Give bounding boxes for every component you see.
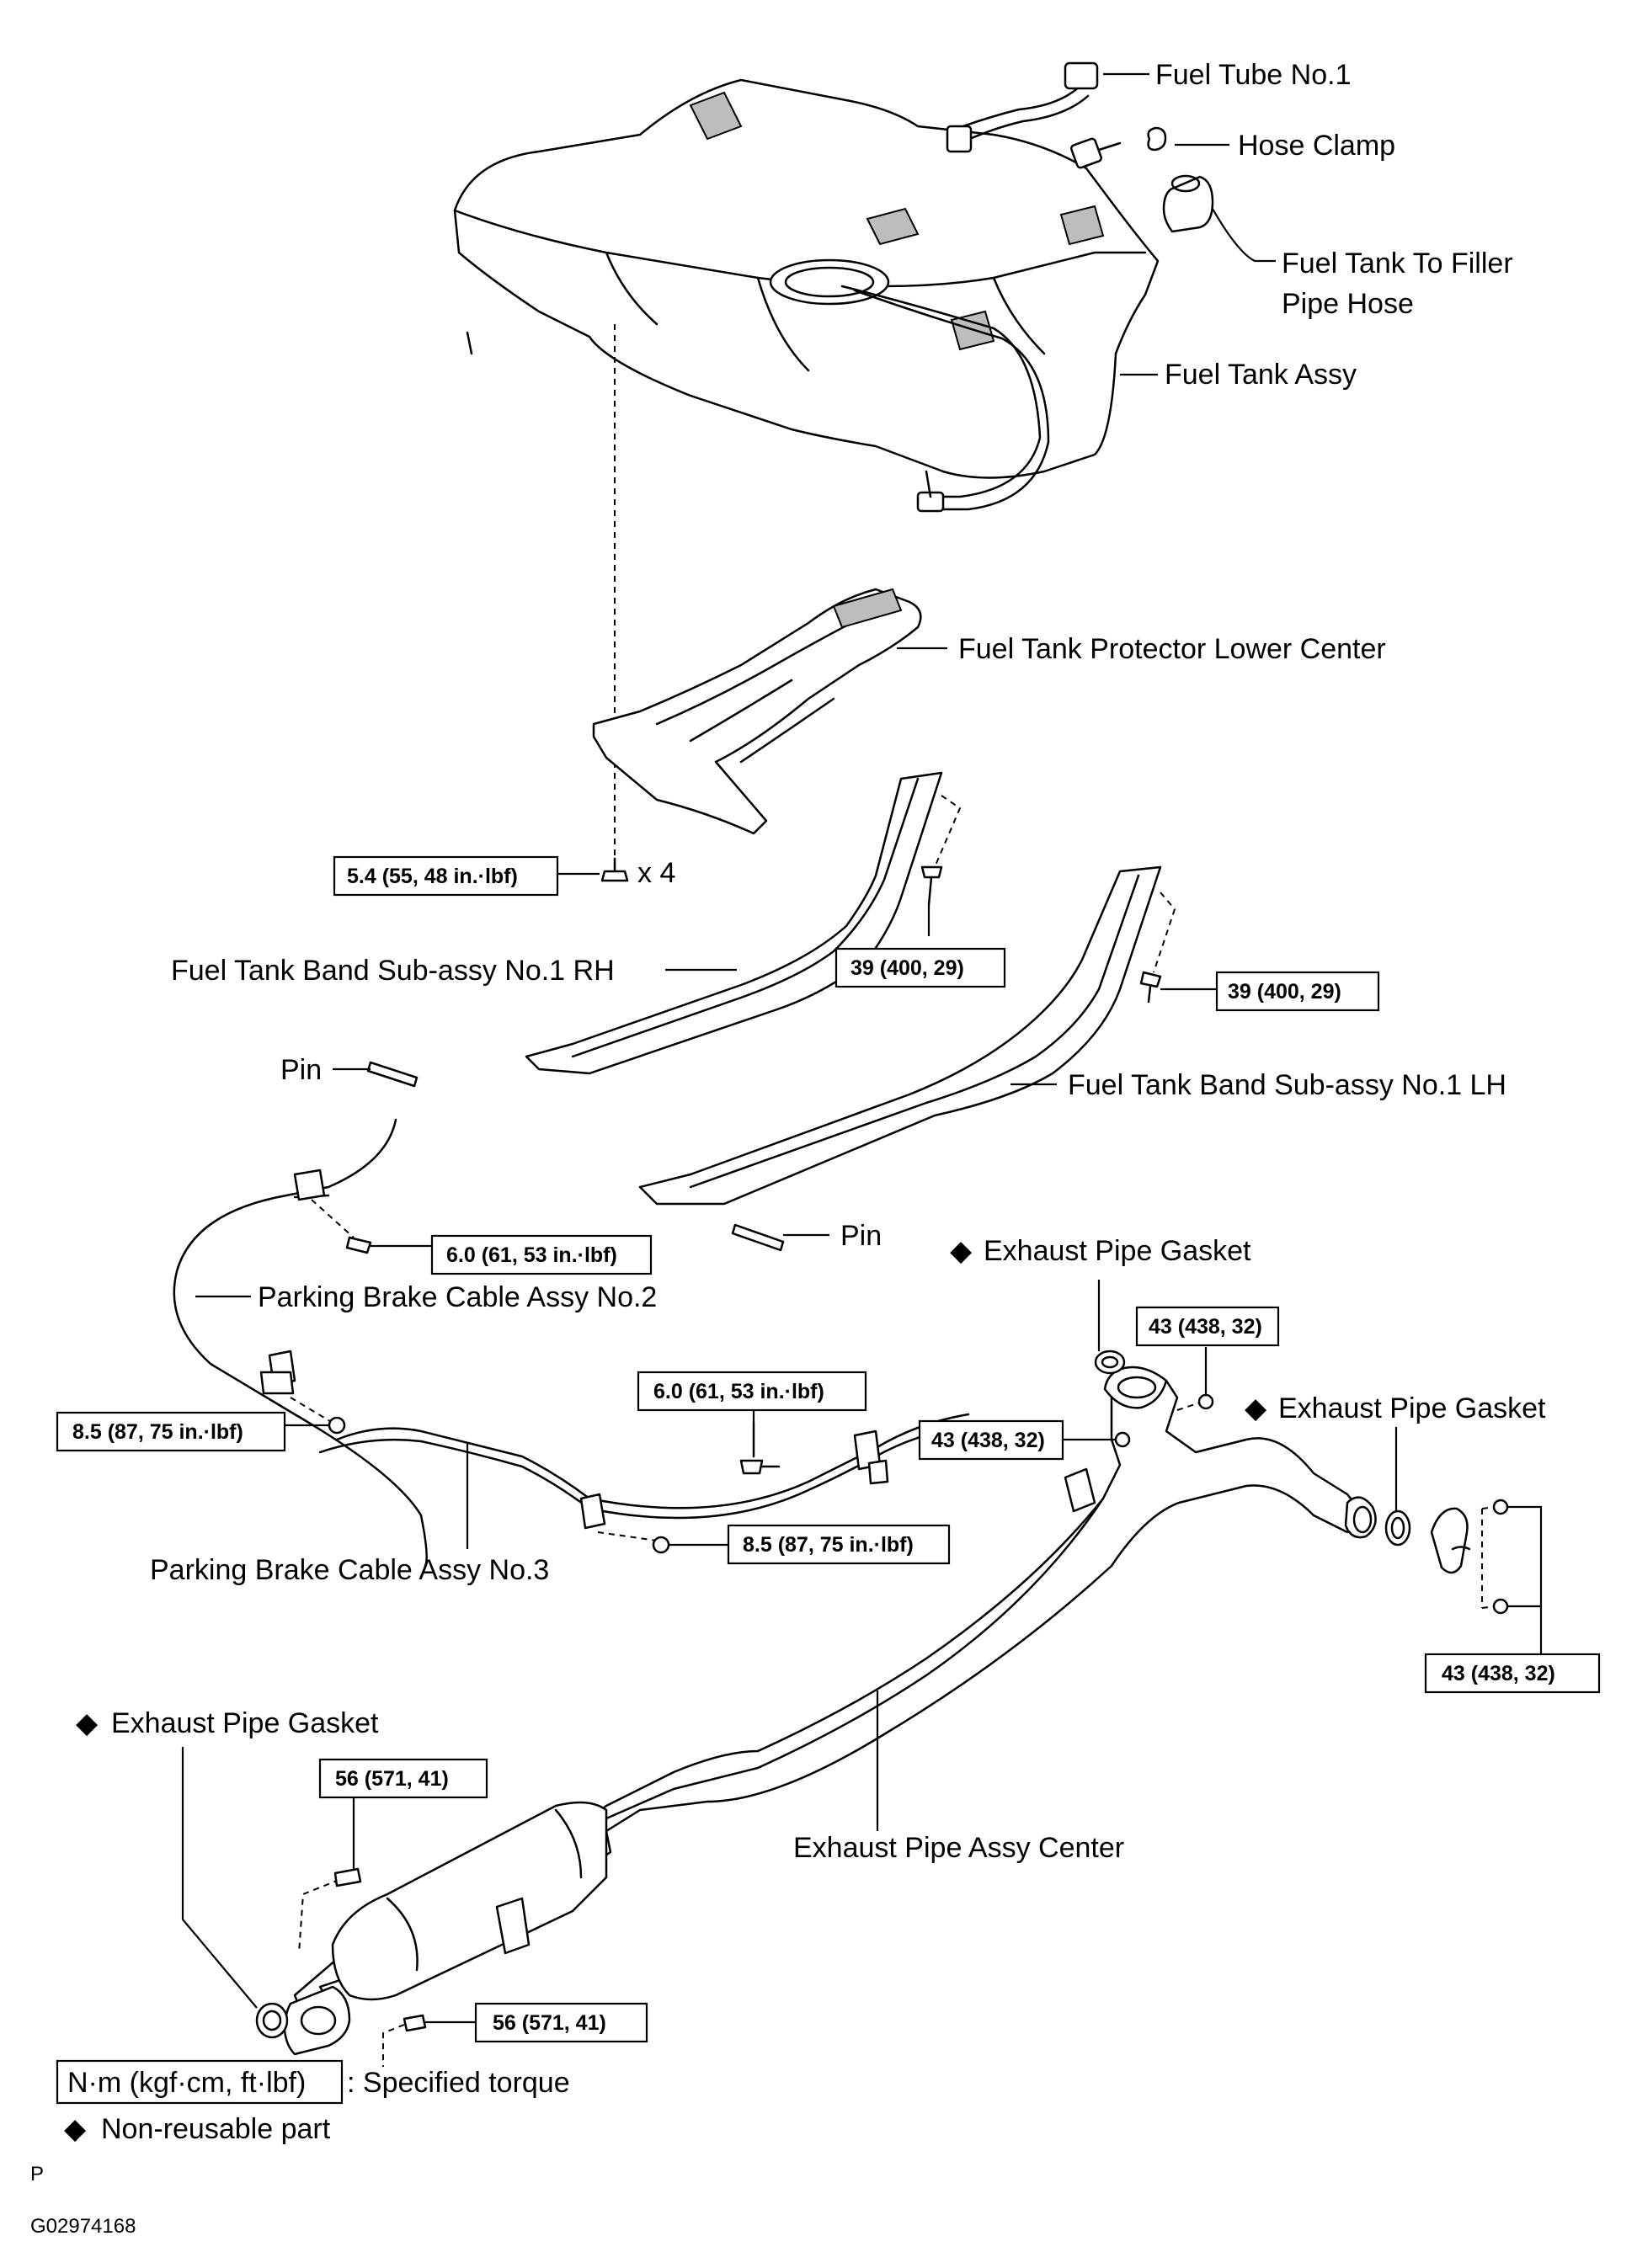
label-filler-hose-line1: Fuel Tank To Filler xyxy=(1282,248,1513,280)
svg-text:N·m (kgf·cm, ft·lbf): N·m (kgf·cm, ft·lbf) xyxy=(67,2067,306,2099)
footer-p-mark: P xyxy=(30,2163,44,2185)
label-fuel-tank-assy: Fuel Tank Assy xyxy=(1165,359,1357,391)
torque-front-nut-a: 43 (438, 32) xyxy=(1135,1306,1280,1347)
svg-text:43 (438, 32): 43 (438, 32) xyxy=(931,1429,1045,1452)
label-exhaust-center: Exhaust Pipe Assy Center xyxy=(793,1832,1124,1864)
label-gasket-right: Exhaust Pipe Gasket xyxy=(1278,1392,1546,1424)
diamond-gasket-upper: ◆ xyxy=(950,1235,973,1267)
rear-bolt-upper-icon xyxy=(333,1867,362,1887)
fuel-tank-protector-drawing xyxy=(592,588,922,835)
label-gasket-upper: Exhaust Pipe Gasket xyxy=(984,1235,1251,1267)
leader-filler-hose xyxy=(1212,208,1276,263)
leader-flange-nuts xyxy=(1507,1505,1543,1654)
svg-text:43 (438, 32): 43 (438, 32) xyxy=(1442,1662,1555,1685)
pin-rh-icon xyxy=(366,1061,419,1088)
front-nut-b-icon xyxy=(1114,1431,1131,1448)
flange-nut-lower-icon xyxy=(1492,1598,1509,1615)
band-rh-guide xyxy=(934,795,962,868)
svg-text:43 (438, 32): 43 (438, 32) xyxy=(1149,1315,1262,1339)
diamond-gasket-right: ◆ xyxy=(1245,1392,1267,1424)
label-band-rh: Fuel Tank Band Sub-assy No.1 RH xyxy=(171,955,615,987)
torque-band-rh-bolt: 39 (400, 29) xyxy=(834,947,1006,988)
svg-text:◆: ◆ xyxy=(64,2113,87,2145)
torque-cable3-bolt: 6.0 (61, 53 in.·lbf) xyxy=(637,1371,867,1412)
rear-bolt-lower-guide xyxy=(382,2024,405,2067)
torque-rear-bolt-upper: 56 (571, 41) xyxy=(318,1758,488,1799)
parking-brake-cable-no2-drawing xyxy=(173,1118,428,1568)
exhaust-gasket-right-icon xyxy=(1384,1509,1411,1547)
svg-text:39 (400, 29): 39 (400, 29) xyxy=(1228,980,1341,1004)
flange-nut-guide xyxy=(1481,1506,1496,1609)
svg-text:56 (571, 41): 56 (571, 41) xyxy=(493,2011,606,2035)
label-band-lh: Fuel Tank Band Sub-assy No.1 LH xyxy=(1068,1069,1506,1101)
label-pb-cable-no3: Parking Brake Cable Assy No.3 xyxy=(150,1554,549,1586)
legend-non-reusable: ◆ Non-reusable part xyxy=(64,2113,331,2145)
label-fuel-tube-no1: Fuel Tube No.1 xyxy=(1155,59,1351,91)
svg-text:8.5 (87, 75 in.·lbf): 8.5 (87, 75 in.·lbf) xyxy=(743,1533,914,1557)
rear-bolt-lower-icon xyxy=(403,2014,427,2032)
svg-text:6.0 (61, 53 in.·lbf): 6.0 (61, 53 in.·lbf) xyxy=(653,1380,824,1403)
cable3-nut-guide xyxy=(597,1531,658,1541)
band-rh-bolt-icon xyxy=(920,865,943,907)
torque-cable3-nut: 8.5 (87, 75 in.·lbf) xyxy=(727,1524,951,1565)
label-pb-cable-no2: Parking Brake Cable Assy No.2 xyxy=(258,1281,657,1313)
torque-rear-bolt-lower: 56 (571, 41) xyxy=(474,2002,648,2043)
protector-bolt-icon xyxy=(600,857,629,882)
exhaust-gasket-rear-icon xyxy=(255,2002,289,2039)
band-lh-guide xyxy=(1153,892,1176,973)
leader-gasket-rear xyxy=(181,1747,258,2009)
fuel-tank-band-rh-drawing xyxy=(525,771,943,1075)
exhaust-pipe-drawing xyxy=(283,1366,1377,2056)
svg-text:56 (571, 41): 56 (571, 41) xyxy=(335,1767,449,1791)
cable2-bolt-guide xyxy=(311,1199,355,1238)
rear-bolt-upper-guide xyxy=(298,1875,350,1954)
torque-cable2-bolt: 6.0 (61, 53 in.·lbf) xyxy=(430,1234,653,1275)
parking-brake-cable-no3-drawing xyxy=(318,1413,970,1530)
fuel-tank-drawing xyxy=(453,61,1214,513)
footer-figure-id: G02974168 xyxy=(30,2215,136,2238)
label-gasket-rear: Exhaust Pipe Gasket xyxy=(111,1707,379,1739)
torque-front-nut-b: 43 (438, 32) xyxy=(918,1419,1064,1461)
svg-text:Non-reusable part: Non-reusable part xyxy=(101,2113,331,2145)
label-filler-hose-line2: Pipe Hose xyxy=(1282,288,1414,320)
fuel-tank-band-lh-drawing xyxy=(638,865,1162,1206)
label-pin-lh: Pin xyxy=(840,1220,882,1252)
svg-text:6.0 (61, 53 in.·lbf): 6.0 (61, 53 in.·lbf) xyxy=(446,1243,617,1267)
diamond-gasket-rear: ◆ xyxy=(76,1707,99,1739)
svg-text:5.4 (55, 48 in.·lbf): 5.4 (55, 48 in.·lbf) xyxy=(347,865,518,888)
cable2-bolt-icon xyxy=(345,1236,372,1254)
cable2-nut-icon xyxy=(328,1416,346,1435)
svg-text:8.5 (87, 75 in.·lbf): 8.5 (87, 75 in.·lbf) xyxy=(72,1420,243,1444)
pin-lh-icon xyxy=(731,1223,785,1252)
cable3-nut-icon xyxy=(652,1536,670,1554)
svg-text:39 (400, 29): 39 (400, 29) xyxy=(850,956,964,980)
exhaust-flange-icon xyxy=(1430,1507,1471,1574)
label-hose-clamp: Hose Clamp xyxy=(1238,130,1395,162)
torque-protector-bolt: 5.4 (55, 48 in.·lbf) xyxy=(333,855,559,897)
label-times4: x 4 xyxy=(637,857,675,889)
torque-cable2-nut: 8.5 (87, 75 in.·lbf) xyxy=(56,1411,286,1452)
cable3-bolt-icon xyxy=(739,1421,781,1475)
torque-band-lh-bolt: 39 (400, 29) xyxy=(1215,971,1380,1012)
legend-torque: N·m (kgf·cm, ft·lbf) : Specified torque xyxy=(56,2059,570,2105)
cable2-nut-guide xyxy=(290,1397,333,1424)
flange-nut-upper-icon xyxy=(1492,1499,1509,1515)
label-pin-rh: Pin xyxy=(280,1054,322,1086)
front-nut-a-icon xyxy=(1197,1393,1214,1410)
label-protector: Fuel Tank Protector Lower Center xyxy=(958,633,1386,665)
band-lh-bolt-icon xyxy=(1139,971,1162,1004)
torque-flange-nuts: 43 (438, 32) xyxy=(1424,1653,1601,1694)
svg-text:: Specified torque: : Specified torque xyxy=(347,2067,570,2099)
exhaust-gasket-upper-icon xyxy=(1094,1350,1126,1375)
